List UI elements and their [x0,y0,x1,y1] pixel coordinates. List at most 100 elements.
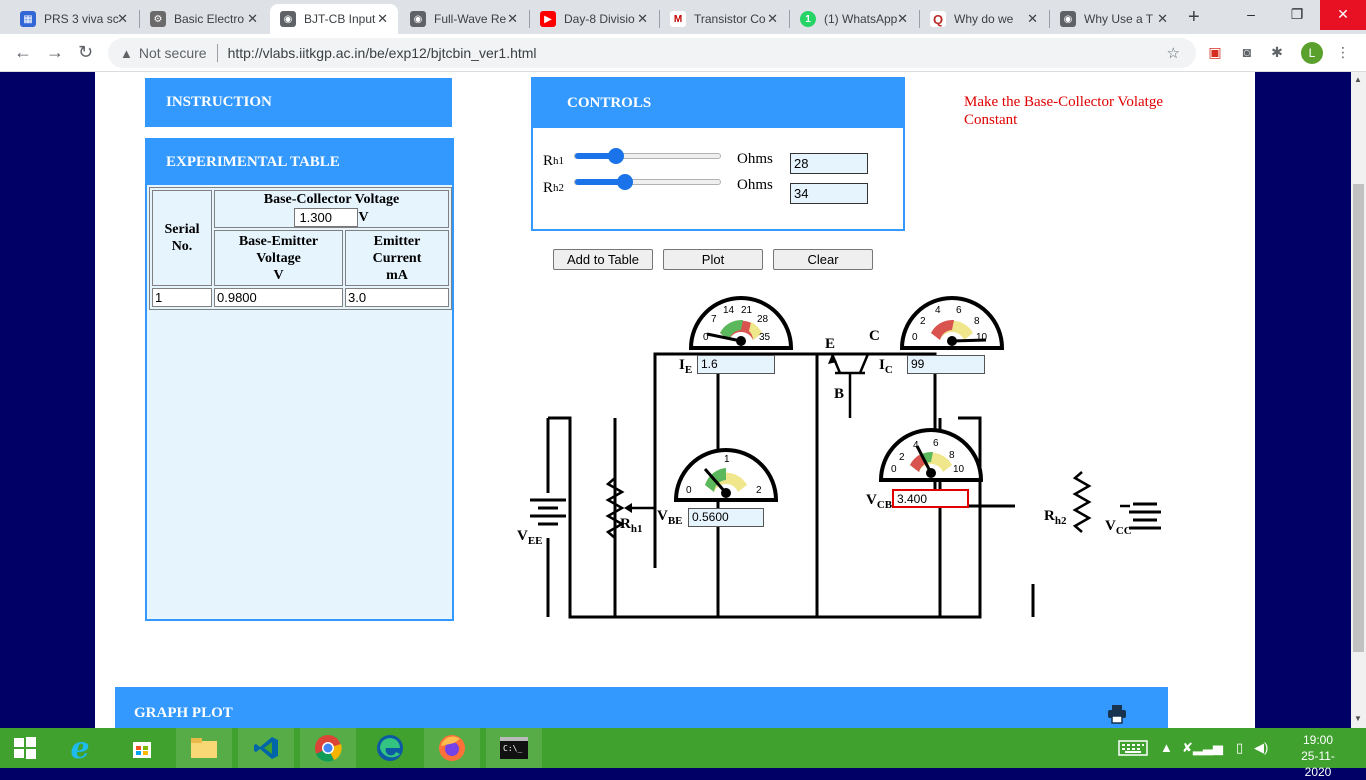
close-icon[interactable]: ✕ [637,11,648,26]
browser-tab-5[interactable]: ▶ Day-8 Divisio ✕ [530,4,658,34]
rh1-slider-fill [575,153,616,159]
plot-button[interactable]: Plot [663,249,763,270]
vcb-tick-4: 8 [949,450,955,461]
command-prompt-icon[interactable]: C:\_ [486,728,542,768]
window-close-icon[interactable]: ✕ [1320,0,1366,30]
forward-arrow-icon[interactable]: → [46,42,64,62]
close-icon[interactable]: ✕ [767,11,778,26]
profile-avatar[interactable]: L [1301,42,1323,64]
pocket-icon[interactable]: ▣ [1208,44,1222,60]
scroll-down-icon[interactable]: ▼ [1354,714,1362,723]
tab-strip: ▦ PRS 3 viva sc ✕ ⚙ Basic Electro ✕ ◉ BJ… [0,0,1366,34]
tab-separator [139,10,140,28]
ie-header: Emitter Current mA [345,230,449,286]
ic-tick-1: 2 [920,316,926,327]
scrollbar-thumb[interactable] [1353,184,1364,652]
m-logo-icon: M [670,11,686,27]
browser-tab-7[interactable]: 1 (1) WhatsApp ✕ [790,4,918,34]
keyboard-icon[interactable] [1118,740,1148,759]
rh1-wiper-arrow [624,503,632,513]
internet-explorer-icon[interactable]: e [70,730,90,766]
back-arrow-icon[interactable]: ← [14,42,32,62]
cb-circuit [510,278,1035,631]
page-scrollbar[interactable]: ▲ ▼ [1351,72,1366,728]
minimize-icon[interactable]: – [1247,6,1255,22]
new-tab-icon[interactable]: + [1188,6,1200,28]
print-icon[interactable] [1107,704,1127,724]
vbe-tick-1: 1 [724,454,730,465]
bookmark-star-icon[interactable]: ☆ [1166,45,1180,62]
ie-value-display: 1.6 [697,355,775,374]
browser-tab-6[interactable]: M Transistor Co ✕ [660,4,788,34]
camera-icon[interactable]: ◙ [1242,44,1252,60]
vbe-tick-2: 2 [756,485,762,496]
tab-separator [659,10,660,28]
close-icon[interactable]: ✕ [247,11,258,26]
rh2-slider[interactable] [574,174,721,190]
ic-value-display: 99 [907,355,985,374]
rh1-slider-knob[interactable] [608,148,624,164]
vcb-table-input[interactable] [294,208,359,227]
browser-tab-9[interactable]: ◉ Why Use a T ✕ [1050,4,1178,34]
instruction-header[interactable]: INSTRUCTION [145,78,452,127]
tray-expand-icon[interactable]: ▲ [1160,740,1173,755]
outer-wire [548,416,982,619]
clear-button[interactable]: Clear [773,249,873,270]
ic-tick-0: 0 [912,332,918,343]
close-icon[interactable]: ✕ [507,11,518,26]
tab-separator [529,10,530,28]
volume-icon[interactable]: ◀) [1254,740,1269,755]
vbe-tick-0: 0 [686,485,692,496]
browser-tab-active[interactable]: ◉ BJT-CB Input ✕ [270,4,398,34]
browser-tab-4[interactable]: ◉ Full-Wave Re ✕ [400,4,528,34]
tab-separator [919,10,920,28]
store-icon[interactable] [114,728,170,768]
scroll-up-icon[interactable]: ▲ [1354,75,1362,84]
close-icon[interactable]: ✕ [377,11,388,26]
ie-tick-3: 21 [741,305,753,316]
experimental-table: Serial No. Base-Collector Voltage V Base… [149,187,452,310]
rh2-circuit-label: Rh2 [1044,508,1067,527]
serial-header: Serial No. [152,190,212,286]
taskbar-clock[interactable]: 19:00 25-11-2020 [1288,732,1348,780]
file-explorer-icon[interactable] [176,728,232,768]
close-icon[interactable]: ✕ [1157,11,1168,26]
firefox-icon[interactable] [424,728,480,768]
address-bar[interactable]: ▲ Not secure http://vlabs.iitkgp.ac.in/b… [108,38,1196,68]
tab-separator [1049,10,1050,28]
clock-date: 25-11-2020 [1301,749,1335,779]
rh1-slider[interactable] [574,148,721,164]
close-icon[interactable]: ✕ [897,11,908,26]
warning-icon: ▲ [120,45,133,61]
rh2-value-input[interactable]: 34 [790,183,868,204]
add-to-table-button[interactable]: Add to Table [553,249,653,270]
experimental-table-header-label: EXPERIMENTAL TABLE [166,154,340,170]
menu-dots-icon[interactable]: ⋮ [1336,44,1350,60]
browser-tab-2[interactable]: ⚙ Basic Electro ✕ [140,4,268,34]
chrome-icon[interactable] [300,728,356,768]
vcb-label: VCB [866,492,893,511]
browser-tab-1[interactable]: ▦ PRS 3 viva sc ✕ [10,4,138,34]
reload-icon[interactable]: ↻ [78,42,94,62]
vbe-value-display: 0.5600 [688,508,764,527]
base-label: B [834,386,845,402]
page-viewport: INSTRUCTION EXPERIMENTAL TABLE Serial No… [0,72,1351,729]
close-icon[interactable]: ✕ [117,11,128,26]
vcb-tick-3: 6 [933,438,939,449]
controls-header-label: CONTROLS [567,94,652,111]
battery-icon[interactable]: ▯ [1236,740,1244,755]
start-windows-icon[interactable] [0,728,50,768]
edge-icon[interactable] [362,728,418,768]
url-text: http://vlabs.iitkgp.ac.in/be/exp12/bjtcb… [227,45,537,61]
browser-tab-8[interactable]: Q Why do we ✕ [920,4,1048,34]
vbe-label: VBE [657,508,683,527]
extensions-puzzle-icon[interactable]: ✱ [1271,44,1283,60]
rh1-value-input[interactable]: 28 [790,153,868,174]
rh2-slider-knob[interactable] [617,174,633,190]
network-icon[interactable]: ✘▂▃▅ [1182,740,1223,755]
restore-icon[interactable]: ❐ [1290,6,1304,22]
close-icon[interactable]: ✕ [1027,11,1038,26]
vscode-icon[interactable] [238,728,294,768]
